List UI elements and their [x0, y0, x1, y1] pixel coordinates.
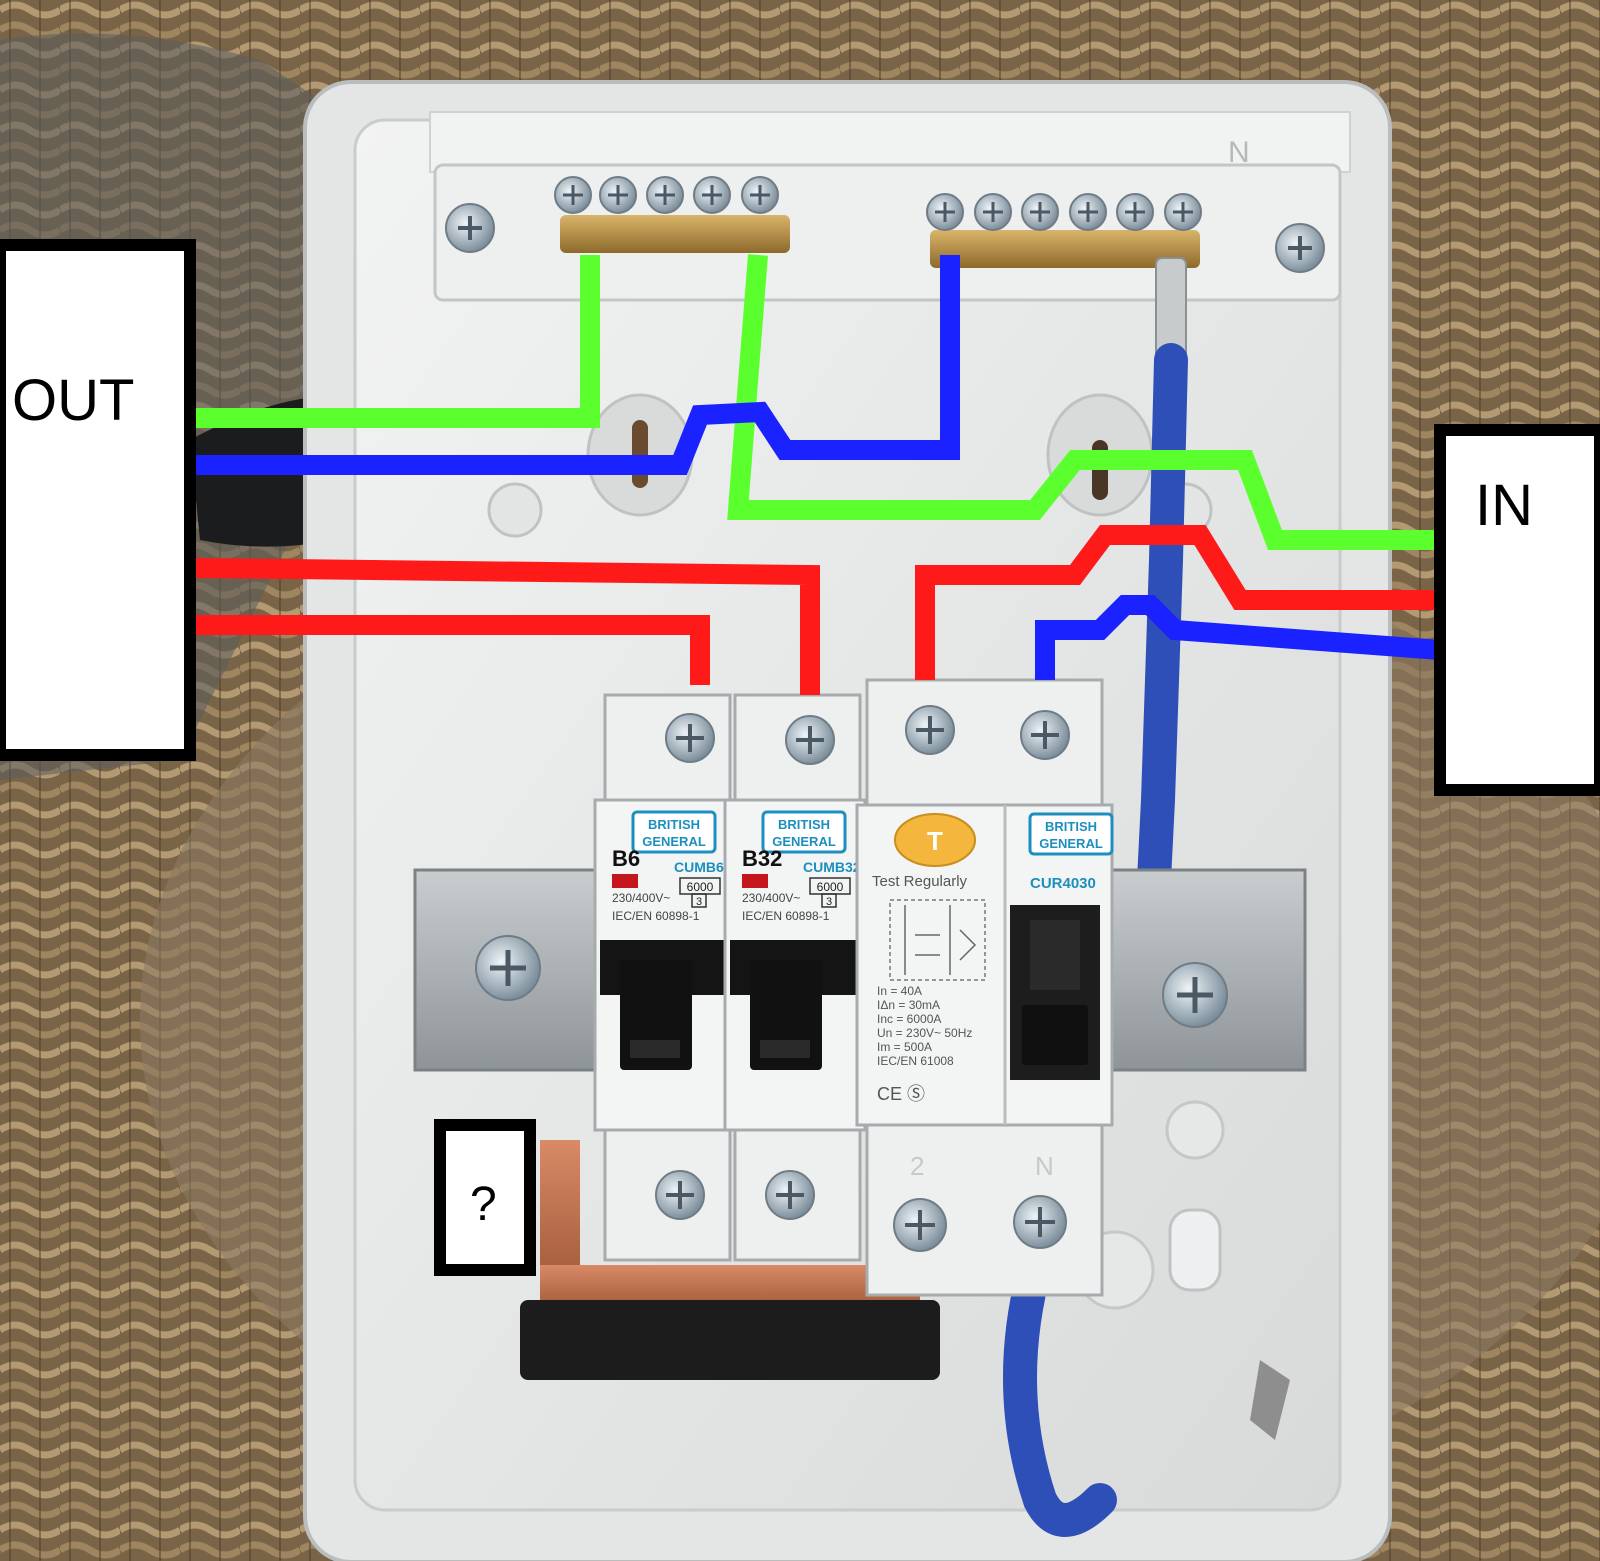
screw-slot [1125, 202, 1145, 222]
brand-line2: GENERAL [772, 834, 836, 849]
out-label: OUT [12, 368, 134, 433]
live-wire-circuit-2 [195, 615, 710, 685]
neutral-bar-label: N [1228, 136, 1250, 169]
rcd-cur4030: T Test Regularly In = 40A IΔn = 30mA Inc… [855, 678, 1114, 1297]
rcd-spec: In = 40A [877, 984, 922, 998]
brand-line2: GENERAL [642, 834, 706, 849]
rcd-spec: Im = 500A [877, 1040, 932, 1054]
rcd-spec: IEC/EN 61008 [877, 1054, 954, 1068]
enclosure-lip [429, 111, 1351, 173]
test-button-label: T [927, 826, 943, 856]
keyhole-slot [632, 420, 648, 488]
breaker-rating: B32 [742, 846, 782, 871]
busbar-insulator [520, 1300, 940, 1380]
brand-line1: BRITISH [648, 817, 700, 832]
screw-slot [983, 202, 1003, 222]
breaker-model: CUMB6 [674, 859, 724, 875]
plastic-stud [1168, 1208, 1222, 1292]
mcb-b32: BRITISH GENERAL B32 CUMB32 6000 3 230/40… [723, 693, 867, 1262]
rcd-spec: Inc = 6000A [877, 1012, 941, 1026]
knockout [1165, 1100, 1225, 1160]
energy-class: 3 [826, 896, 832, 908]
standard: IEC/EN 60898-1 [742, 909, 830, 923]
earth-wire-in [727, 254, 1440, 550]
in-label-box [1434, 424, 1600, 796]
neutral-wire-in [1035, 595, 1441, 680]
rcd-terminal-label: 2 [910, 1151, 924, 1181]
screw-slot [655, 185, 675, 205]
earth-bar [560, 215, 790, 253]
rcd-terminal-label: N [1035, 1151, 1054, 1181]
breaking-capacity: 6000 [817, 880, 844, 894]
screw-slot [935, 202, 955, 222]
dirt-mark [1250, 1360, 1290, 1440]
screw-slot [608, 185, 628, 205]
mounting-boss [487, 482, 543, 538]
mcb-b6: BRITISH GENERAL B6 CUMB6 6000 3 230/400V… [593, 693, 742, 1262]
rcd-toggle[interactable] [1022, 1005, 1088, 1065]
screw-slot [702, 185, 722, 205]
earth-bar-screws [554, 176, 779, 214]
screw-slot [750, 185, 770, 205]
in-label: IN [1475, 473, 1533, 538]
brand-line2: GENERAL [1039, 836, 1103, 851]
out-label-box [0, 239, 196, 761]
voltage-rating: 230/400V~ [612, 891, 670, 905]
standard: IEC/EN 60898-1 [612, 909, 700, 923]
rcd-spec: Un = 230V~ 50Hz [877, 1026, 972, 1040]
earth-wire-out [195, 255, 600, 428]
circuit-symbol [889, 899, 986, 981]
breaker-model: CUMB32 [803, 859, 861, 875]
wiring-overlay [194, 254, 1441, 695]
breaker-rating: B6 [612, 846, 640, 871]
screw-slot [563, 185, 583, 205]
test-regularly-label: Test Regularly [872, 873, 968, 890]
neutral-bar [930, 230, 1200, 268]
neutral-bar-screws [926, 193, 1202, 231]
energy-class: 3 [696, 896, 702, 908]
live-wire-in [915, 525, 1440, 680]
live-wire-circuit-1 [194, 558, 820, 695]
trip-indicator [742, 874, 768, 888]
voltage-rating: 230/400V~ [742, 891, 800, 905]
breaking-capacity: 6000 [687, 880, 714, 894]
unknown-label-box [434, 1119, 536, 1276]
neutral-wire-out [195, 255, 960, 475]
screw-slot [1173, 202, 1193, 222]
rcd-model: CUR4030 [1030, 875, 1096, 892]
unknown-label: ? [470, 1178, 497, 1231]
brand-line1: BRITISH [778, 817, 830, 832]
rcd-spec: IΔn = 30mA [877, 998, 940, 1012]
test-button[interactable] [894, 813, 976, 867]
screw-slot [1078, 202, 1098, 222]
screw-slot [1030, 202, 1050, 222]
brand-line1: BRITISH [1045, 819, 1097, 834]
trip-indicator [612, 874, 638, 888]
ce-mark: CE Ⓢ [877, 1084, 925, 1104]
